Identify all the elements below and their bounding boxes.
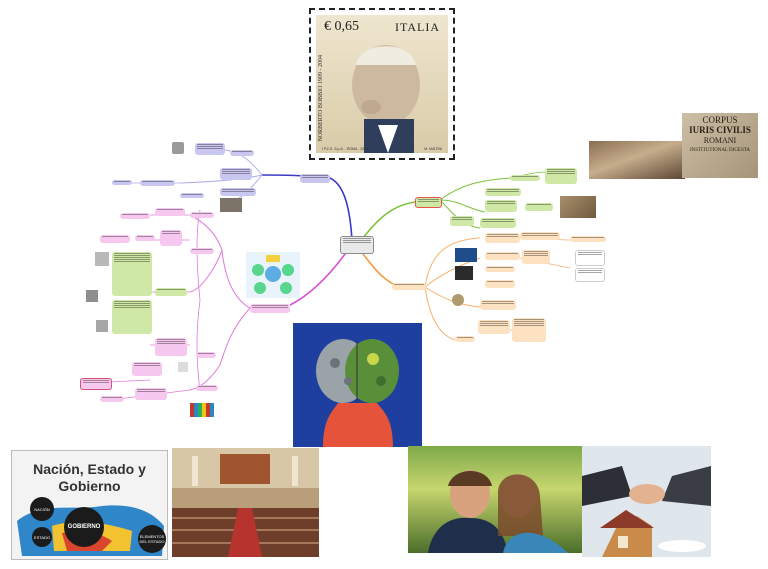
node-pink-2[interactable]: [155, 208, 185, 216]
node-pink-green-2[interactable]: [155, 288, 187, 296]
node-green-4[interactable]: [485, 200, 517, 212]
dark-thumbnail: [455, 266, 473, 280]
corpus-line1: CORPUS: [702, 115, 738, 125]
bubble-nacion: NACIÓN: [30, 497, 54, 521]
node-pink-9[interactable]: [132, 362, 162, 376]
node-blue-6[interactable]: [220, 188, 256, 196]
node-blue-3[interactable]: [220, 168, 252, 180]
node-orange-5[interactable]: [522, 250, 550, 264]
branch-pink: [289, 249, 349, 306]
node-orange-7[interactable]: [575, 268, 605, 282]
branch-green: [359, 201, 416, 243]
concept-diagram-image: [246, 252, 300, 298]
node-green-3[interactable]: [485, 188, 521, 196]
node-pink-main[interactable]: [250, 304, 290, 313]
node-green-1[interactable]: [510, 175, 540, 181]
stamp-value: € 0,65: [324, 19, 359, 34]
node-pink-14[interactable]: [100, 396, 124, 402]
brain-image: [293, 323, 422, 447]
node-green-7[interactable]: [450, 216, 474, 226]
node-pink-green-group[interactable]: [112, 252, 152, 296]
node-pink-7[interactable]: [190, 248, 214, 254]
node-blue-1[interactable]: [195, 143, 225, 155]
nacion-card-title: Nación, Estado y Gobierno: [33, 461, 146, 494]
node-orange-8[interactable]: [485, 266, 515, 272]
node-blue-5[interactable]: [112, 180, 132, 185]
stamp-side-text: NORBERTO BOBBIO 1909 - 2004: [318, 55, 324, 142]
node-pink-10[interactable]: [196, 352, 216, 358]
node-pink-13[interactable]: [135, 388, 167, 400]
small-icon-thumbnail: [178, 362, 188, 372]
node-green-5[interactable]: [525, 203, 553, 211]
book-cover-thumbnail: [455, 248, 477, 262]
branch-blue: [261, 174, 353, 241]
node-orange-6[interactable]: [575, 250, 605, 266]
node-orange-12[interactable]: [512, 318, 546, 342]
old-books-image: [589, 141, 685, 179]
node-orange-9[interactable]: [485, 280, 515, 288]
bubble-elementos: ELEMENTOS DEL ESTADO: [138, 525, 166, 553]
scroll-thumbnail: [560, 196, 596, 218]
bobbio-stamp-image: € 0,65 ITALIA NORBERTO BOBBIO 1909 - 200…: [309, 8, 455, 160]
node-green-6[interactable]: [480, 218, 516, 228]
node-orange-11[interactable]: [478, 320, 510, 334]
portrait-thumbnail: [172, 142, 184, 154]
node-blue-2[interactable]: [230, 150, 254, 156]
corpus-juris-civilis-image: CORPUS IURIS CIVILIS ROMANI INSTITUTIONA…: [682, 113, 758, 178]
node-pink-5[interactable]: [135, 235, 155, 241]
node-blue-4[interactable]: [140, 180, 175, 186]
corpus-line3: ROMANI: [703, 136, 737, 145]
node-orange-10[interactable]: [480, 300, 516, 310]
node-blue-main[interactable]: [300, 174, 330, 183]
node-blue-7[interactable]: [180, 193, 204, 198]
couple-image: [408, 446, 582, 553]
handshake-house-image: [582, 446, 711, 557]
parliament-image: [172, 448, 319, 557]
nacion-estado-gobierno-card: Nación, Estado y Gobierno NACIÓN GOBIERN…: [11, 450, 168, 560]
coin-thumbnail: [452, 294, 464, 306]
node-orange-2[interactable]: [520, 232, 560, 240]
node-pink-1[interactable]: [190, 212, 214, 218]
bubble-gobierno: GOBIERNO: [64, 507, 104, 547]
node-orange-main[interactable]: [392, 283, 426, 290]
portrait-thumbnail-3: [96, 320, 108, 332]
node-pink-4[interactable]: [100, 235, 130, 243]
portrait-thumbnail-2: [86, 290, 98, 302]
corpus-line2: IURIS CIVILIS: [689, 125, 751, 135]
node-pink-8[interactable]: [155, 338, 187, 356]
node-pink-green-3[interactable]: [112, 300, 152, 334]
photo-thumbnail: [220, 198, 242, 212]
stamp-footer-left: I.P.Z.S. S.p.A. - ROMA - 2009: [322, 147, 369, 151]
node-green-2[interactable]: [545, 168, 577, 184]
node-orange-3[interactable]: [570, 236, 606, 242]
node-pink-6[interactable]: [160, 230, 182, 246]
node-green-main[interactable]: [415, 197, 442, 208]
corpus-line4: INSTITUTIONAL DIGESTA: [689, 148, 751, 153]
bubble-estado: ESTADO: [32, 527, 52, 547]
branch-orange: [359, 249, 401, 288]
stamp-country: ITALIA: [394, 20, 440, 34]
node-pink-3[interactable]: [120, 213, 150, 219]
node-orange-1[interactable]: [485, 233, 520, 243]
mind-map-center-node[interactable]: [340, 236, 374, 254]
flags-thumbnail: [190, 403, 214, 417]
node-pink-11[interactable]: [196, 385, 218, 391]
node-pink-12[interactable]: [80, 378, 112, 390]
stamp-footer-right: M. MAITINI: [424, 147, 442, 151]
portrait-thumbnail-1: [95, 252, 109, 266]
node-orange-13[interactable]: [455, 336, 475, 342]
node-orange-4[interactable]: [485, 252, 520, 260]
